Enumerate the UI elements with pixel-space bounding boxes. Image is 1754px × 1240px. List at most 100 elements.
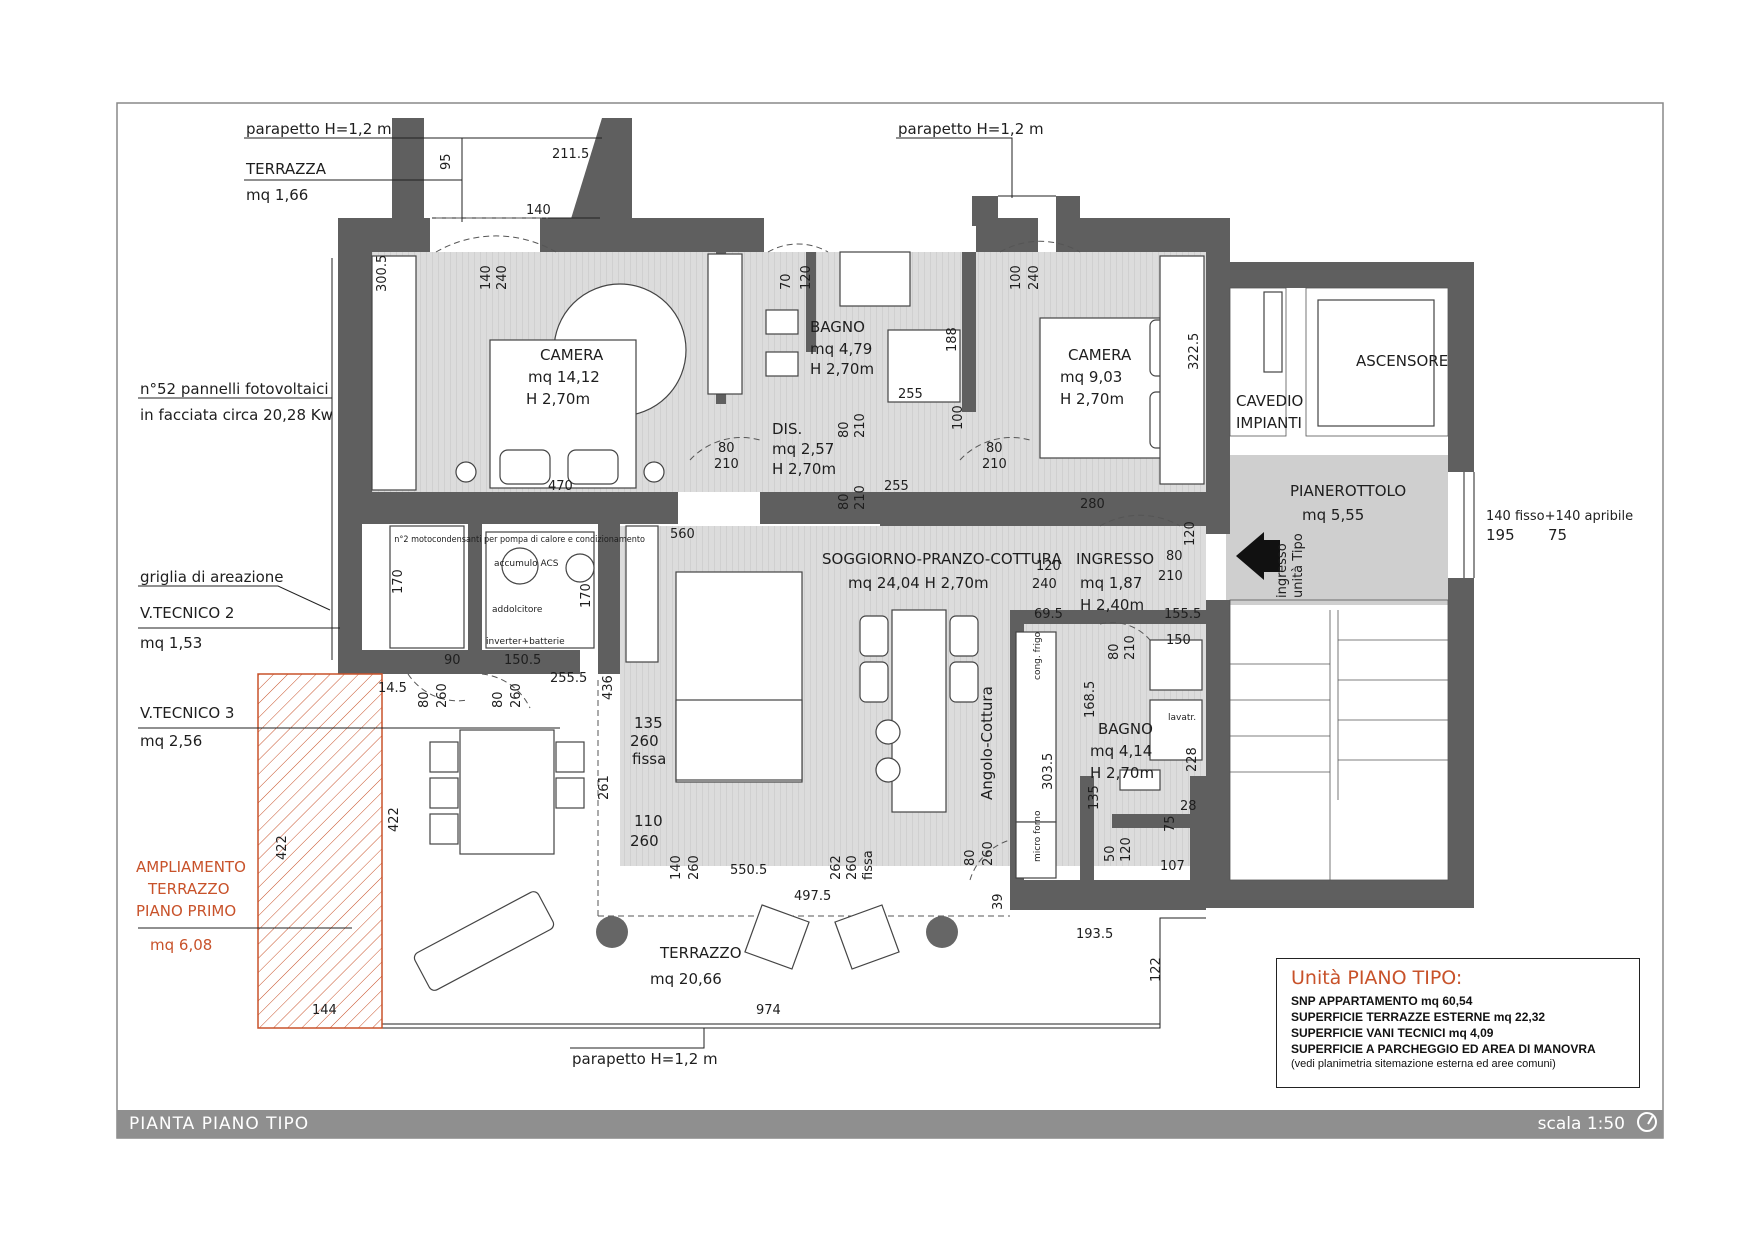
dimension-label: 322.5 — [1187, 333, 1202, 370]
washbasin-1 — [839, 251, 911, 307]
furniture — [371, 251, 1435, 991]
legend-line-3: SUPERFICIE VANI TECNICI mq 4,09 — [1291, 1026, 1494, 1040]
footer-title: PIANTA PIANO TIPO — [129, 1114, 310, 1134]
dimension-label: 255 — [898, 387, 923, 402]
dimension-label: 80 — [1166, 549, 1183, 564]
elevator-car — [1317, 299, 1435, 427]
dimension-label: 210 — [1158, 569, 1183, 584]
extension-l3: PIANO PRIMO — [136, 902, 236, 920]
lavat-label: lavatr. — [1168, 713, 1196, 723]
shower-2 — [1149, 699, 1203, 761]
entry-label-l2: unità Tipo — [1291, 533, 1306, 598]
dimension-label: 90 — [444, 653, 461, 668]
dimension-label: 80 — [491, 691, 506, 708]
pv-note-2: in facciata circa 20,28 Kw — [140, 406, 333, 424]
dimension-labels: 95 211.5 140 300.5 140 240 70 120 100 24… — [275, 147, 1202, 1018]
dimension-label: 140 — [526, 203, 551, 218]
camera2-area: mq 9,03 — [1060, 368, 1122, 386]
dimension-label: 210 — [853, 413, 868, 438]
terrazzo-name: TERRAZZO — [659, 944, 742, 962]
terrace-extension — [257, 673, 383, 1029]
dis-area: mq 2,57 — [772, 440, 834, 458]
dimension-label: 100 — [951, 405, 966, 430]
dimension-label: 75 — [1163, 815, 1178, 832]
dimension-label: 107 — [1160, 859, 1185, 874]
dimension-label: 255.5 — [550, 671, 587, 686]
camera2-height: H 2,70m — [1060, 390, 1124, 408]
soggiorno-area: mq 24,04 H 2,70m — [848, 574, 989, 592]
entry-arrow-icon — [1236, 532, 1264, 580]
dimension-label: 80 — [963, 849, 978, 866]
dimension-label: 140 — [669, 855, 684, 880]
dimension-label: 170 — [579, 583, 594, 608]
legend-line-2: SUPERFICIE TERRAZZE ESTERNE mq 22,32 — [1291, 1010, 1546, 1024]
dimension-label: 228 — [1185, 747, 1200, 772]
dimension-label: 240 — [495, 265, 510, 290]
dimension-label: 260 — [435, 683, 450, 708]
soggiorno-name: SOGGIORNO-PRANZO-COTTURA — [822, 550, 1062, 568]
dimension-label: 260 — [845, 855, 860, 880]
ingresso-name: INGRESSO — [1076, 550, 1154, 568]
sheet-frame — [116, 102, 1664, 1139]
wardrobe — [371, 255, 417, 491]
terrazzo-area: mq 20,66 — [650, 970, 722, 988]
dimension-label: 50 — [1103, 845, 1118, 862]
dimension-label: 80 — [1107, 643, 1122, 660]
dimension-label: 80 — [718, 441, 735, 456]
dimension-label: 122 — [1149, 957, 1164, 982]
dimension-label: 210 — [714, 457, 739, 472]
dimension-label: 80 — [417, 691, 432, 708]
inverter-label: inverter+batterie — [486, 637, 565, 647]
vt2-name: V.TECNICO 2 — [140, 604, 234, 622]
dimension-label: 260 — [630, 732, 659, 750]
dimension-label: 69.5 — [1034, 607, 1063, 622]
legend-box: Unità PIANO TIPO: SNP APPARTAMENTO mq 60… — [1276, 958, 1640, 1088]
dimension-label: 422 — [387, 807, 402, 832]
dimension-label: 100 — [1009, 265, 1024, 290]
dimension-label: 210 — [1123, 635, 1138, 660]
bagno1-height: H 2,70m — [810, 360, 874, 378]
shaft-unit — [1263, 291, 1283, 373]
ascensore-label: ASCENSORE — [1356, 352, 1448, 370]
vt3-area: mq 2,56 — [140, 732, 202, 750]
dimension-label: 260 — [509, 683, 524, 708]
dimension-label: 210 — [853, 485, 868, 510]
wardrobe-2 — [1159, 255, 1205, 485]
dimension-label: 135 — [1087, 785, 1102, 810]
ingresso-area: mq 1,87 — [1080, 574, 1142, 592]
dis-name: DIS. — [772, 420, 802, 438]
extension-area: mq 6,08 — [150, 936, 212, 954]
dimension-label: 120 — [1119, 837, 1134, 862]
window-note-1: 140 fisso+140 apribile — [1486, 509, 1633, 524]
landing-floor — [1226, 455, 1448, 605]
terrace — [257, 673, 1206, 1029]
dimension-label: 262 — [829, 855, 844, 880]
footer-scale: scala 1:50 — [1537, 1114, 1625, 1134]
microforno-label: micro forno — [1033, 810, 1043, 862]
cavedio-l2: IMPIANTI — [1236, 414, 1302, 432]
dimension-label: 211.5 — [552, 147, 589, 162]
dimension-label: 260 — [687, 855, 702, 880]
dimension-label: 210 — [982, 457, 1007, 472]
tv-unit-2 — [625, 525, 659, 663]
dimension-label: 303.5 — [1041, 753, 1056, 790]
extension-l1: AMPLIAMENTO — [136, 858, 246, 876]
dimension-label: 300.5 — [375, 255, 390, 292]
window-note-a: 195 — [1486, 526, 1515, 544]
parapet-mid-note: parapetto H=1,2 m — [898, 120, 1044, 138]
dimension-label: 144 — [312, 1003, 337, 1018]
dimension-label: 550.5 — [730, 863, 767, 878]
dimension-label: 150.5 — [504, 653, 541, 668]
dimension-label: 28 — [1180, 799, 1197, 814]
dimension-label: 80 — [986, 441, 1003, 456]
kitchen-counter — [1015, 631, 1057, 823]
pv-note-1: n°52 pannelli fotovoltaici — [140, 380, 328, 398]
vt3-unit — [485, 531, 595, 649]
dimension-label: 422 — [275, 835, 290, 860]
tv-unit-1 — [707, 253, 743, 395]
legend-line-5: (vedi planimetria sitemazione esterna ed… — [1291, 1058, 1556, 1070]
dimension-label: 188 — [945, 327, 960, 352]
dimension-label: 80 — [837, 421, 852, 438]
bagno2-area: mq 4,14 — [1090, 742, 1152, 760]
entry-label-l1: ingresso — [1275, 543, 1290, 598]
